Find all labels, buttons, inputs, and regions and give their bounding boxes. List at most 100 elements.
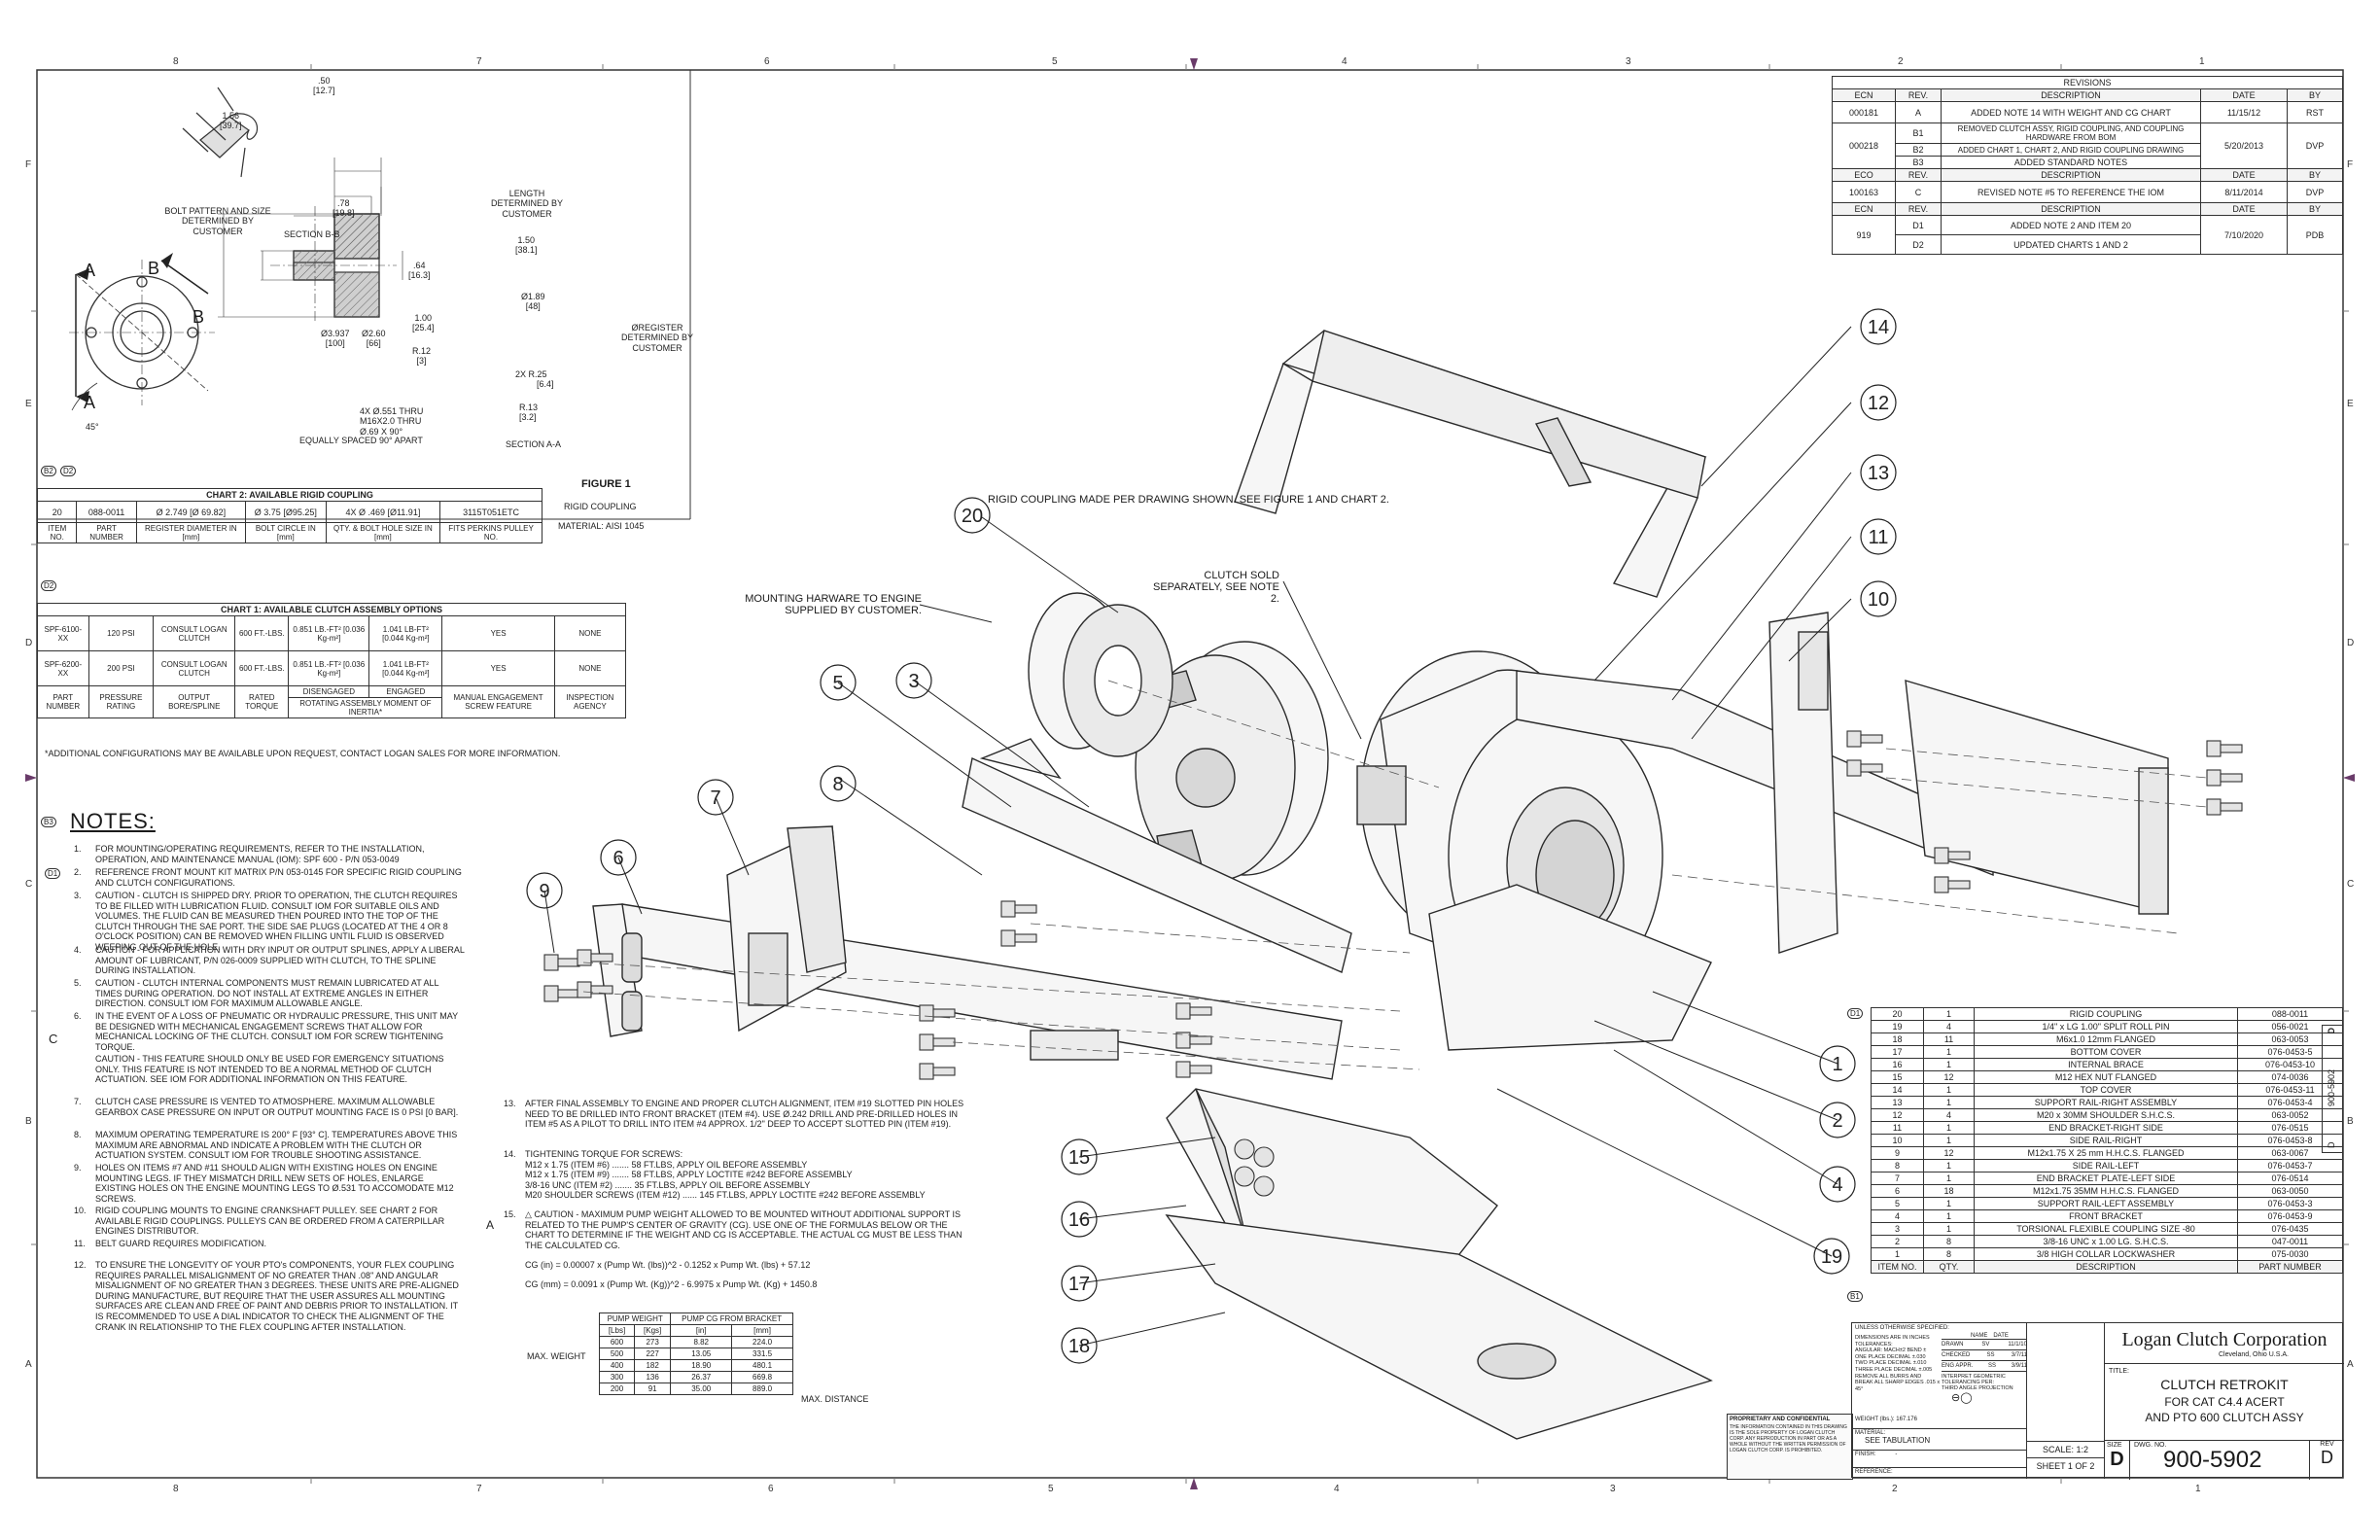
balloon-label: 18: [1068, 1336, 1090, 1357]
tb-value: 167.176: [1896, 1417, 1917, 1422]
bom-cell: 076-0453-9: [2237, 1209, 2343, 1223]
chart2-row: 20 088-0011 Ø 2.749 [Ø 69.82] Ø 3.75 [Ø9…: [36, 501, 542, 523]
balloon-label: 2: [1832, 1110, 1842, 1132]
balloon-label: 10: [1868, 589, 1889, 611]
bom-cell: 12: [1923, 1070, 1975, 1084]
holes-spacing: EQUALLY SPACED 90° APART: [299, 436, 423, 445]
chart1-header-cell: ROTATING ASSEMBLY MOMENT OF INERTIA*: [288, 697, 443, 718]
title-line-1: CLUTCH RETROKIT: [2160, 1377, 2289, 1392]
rigid-coupling-detail: [37, 70, 691, 520]
cg-formula-in: CG (in) = 0.00007 x (Pump Wt. (lbs))^2 -…: [525, 1260, 811, 1270]
balloon-label: 11: [1869, 527, 1889, 548]
drawing-title: CLUTCH RETROKIT FOR CAT C4.4 ACERT AND P…: [2105, 1376, 2344, 1425]
bom-header-cell: ITEM NO.: [1871, 1260, 1924, 1274]
bom-cell: BOTTOM COVER: [1974, 1045, 2238, 1059]
rev-cell: DVP: [2287, 122, 2343, 169]
bom-cell: 12: [1871, 1108, 1924, 1122]
figure-subtitle: RIGID COUPLING: [564, 502, 637, 511]
chart2-header-cell: ITEM NO.: [36, 522, 78, 543]
company-name: Logan Clutch Corporation: [2121, 1329, 2328, 1350]
tb-label: DWG. NO.: [2134, 1442, 2167, 1449]
item-balloon: 11: [1860, 518, 1897, 555]
bom-cell: M20 x 30MM SHOULDER S.H.C.S.: [1974, 1108, 2238, 1122]
bom-cell: SIDE RAIL-RIGHT: [1974, 1134, 2238, 1147]
balloon-circle: [1860, 384, 1897, 421]
tb-dwg-number: 900-5902: [2163, 1447, 2262, 1473]
dim-value: R.13: [519, 402, 539, 412]
bom-cell: M12x1.75 X 25 mm H.H.C.S. FLANGED: [1974, 1146, 2238, 1160]
warning-icon: △: [525, 1209, 535, 1219]
note-item: 5.CAUTION - CLUTCH INTERNAL COMPONENTS M…: [74, 978, 465, 1009]
rigid-coupling-callout: RIGID COUPLING MADE PER DRAWING SHOWN. S…: [988, 494, 1389, 506]
rev-badge: B3: [41, 817, 56, 827]
balloon-label: 16: [1068, 1209, 1090, 1231]
balloon-label: 3: [908, 671, 919, 692]
bom-header-cell: DESCRIPTION: [1974, 1260, 2238, 1274]
bom-cell: 1: [1923, 1083, 1975, 1097]
note-line: M12 x 1.75 (ITEM #6) ....... 58 FT.LBS, …: [525, 1159, 808, 1170]
bom-cell: 1: [1871, 1247, 1924, 1261]
zone-top-4: 4: [1342, 56, 1348, 67]
section-aa-label: SECTION A-A: [506, 439, 562, 449]
notes-title: NOTES:: [70, 809, 156, 833]
chart1-table: CHART 1: AVAILABLE CLUTCH ASSEMBLY OPTIO…: [37, 603, 627, 718]
bom-cell: 075-0030: [2237, 1247, 2343, 1261]
note-number: 11.: [74, 1239, 86, 1248]
tb-title-label: TITLE:: [2109, 1368, 2130, 1375]
proprietary-text: THE INFORMATION CONTAINED IN THIS DRAWIN…: [1730, 1424, 1847, 1453]
title-block: UNLESS OTHERWISE SPECIFIED: DIMENSIONS A…: [1851, 1322, 2344, 1480]
balloon-label: 20: [962, 506, 983, 527]
dim-value: .50: [318, 76, 331, 86]
bom-cell: 047-0011: [2237, 1235, 2343, 1248]
bom-cell: 063-0050: [2237, 1184, 2343, 1198]
note-number: 9.: [74, 1163, 82, 1172]
zone-top-8: 8: [173, 56, 179, 67]
bom-cell: 3: [1871, 1222, 1924, 1236]
figure-material: MATERIAL: AISI 1045: [558, 521, 645, 531]
bom-cell: 076-0453-3: [2237, 1197, 2343, 1210]
rev-badge: D2: [60, 466, 77, 476]
zone-right-B: B: [2347, 1116, 2354, 1127]
tb-cell: 3/9/11: [2011, 1363, 2027, 1369]
note-text: CAUTION - MAXIMUM PUMP WEIGHT ALLOWED TO…: [525, 1209, 962, 1250]
dim-value-mm: [19.8]: [332, 208, 355, 219]
dim-value-mm: [39.7]: [220, 121, 242, 131]
tb-label: FINISH:: [1855, 1452, 1876, 1457]
tb-head: DATE: [1993, 1333, 2009, 1339]
zone-top-7: 7: [476, 56, 482, 67]
note-item: 3.CAUTION - CLUTCH IS SHIPPED DRY. PRIOR…: [74, 891, 465, 953]
revisions-table: REVISIONS ECN REV. DESCRIPTION DATE BY 0…: [1832, 76, 2343, 255]
chart1-footnote: *ADDITIONAL CONFIGURATIONS MAY BE AVAILA…: [45, 749, 561, 758]
tb-interpret: INTERPRET GEOMETRIC TOLERANCING PER:: [1942, 1371, 2027, 1385]
section-bb-view: [182, 87, 259, 178]
tolerance-list: DIMENSIONS ARE IN INCHES TOLERANCES: ANG…: [1855, 1335, 1941, 1392]
zone-top-2: 2: [1898, 56, 1904, 67]
dim-value-mm: [38.1]: [515, 245, 538, 256]
note-item: 12.TO ENSURE THE LONGEVITY OF YOUR PTO's…: [74, 1260, 465, 1332]
bom-cell: 3/8-16 UNC x 1.00 LG. S.H.C.S.: [1974, 1235, 2238, 1248]
note-number: 10.: [74, 1206, 87, 1215]
section-letter-a: A: [84, 261, 96, 280]
zone-left-B: B: [25, 1116, 32, 1127]
rigid-coupling: [1028, 592, 1173, 757]
proprietary-title: PROPRIETARY AND CONFIDENTIAL: [1730, 1417, 1831, 1422]
rev-badge: D1: [1847, 1008, 1864, 1019]
zone-bottom-5: 5: [1048, 1484, 1054, 1494]
dim-260: Ø2.60[66]: [362, 329, 386, 349]
dim-value-mm: [48]: [525, 301, 541, 312]
bom-cell: TORSIONAL FLEXIBLE COUPLING SIZE -80: [1974, 1222, 2238, 1236]
note-text: CAUTION - FOR APPLICATION WITH DRY INPUT…: [95, 945, 465, 976]
bom-header-cell: PART NUMBER: [2237, 1260, 2343, 1274]
angle-45: 45°: [86, 422, 99, 432]
